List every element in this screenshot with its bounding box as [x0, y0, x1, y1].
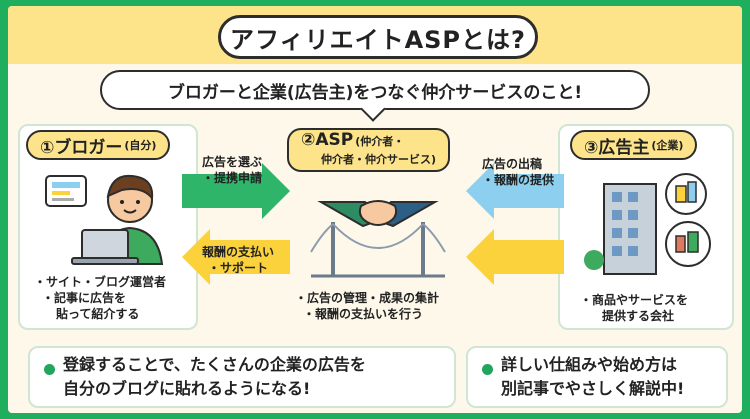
arrow-advertiser-to-asp-bottom [466, 229, 564, 285]
arrow-label: 報酬の支払い [202, 245, 275, 259]
panel-advertiser: ③広告主 (企業) ・商品やサービスを 提供する会社 [558, 124, 734, 330]
panel-blogger-title: ①ブロガー [40, 137, 123, 158]
panel-advertiser-line: ・商品やサービスを [580, 293, 689, 307]
laptop-icon [81, 229, 129, 261]
panel-blogger-heading: ①ブロガー (自分) [26, 130, 171, 160]
arrow-label: ・報酬の提供 [482, 173, 555, 187]
panel-blogger-line: ・サイト・ブログ運営者 [34, 275, 167, 289]
arrow-label: 広告を選ぶ [202, 155, 263, 169]
building-products-illustration [584, 173, 711, 275]
panel-blogger: ①ブロガー (自分) ・サイト・ブログ運営者 ・記事に広告を 貼って紹介する [18, 124, 198, 330]
panel-asp-heading: ②ASP(仲介者・ 仲介者・仲介サービス) [287, 128, 451, 172]
panel-advertiser-subtitle: (企業) [651, 139, 684, 152]
note-left: 登録することで、たくさんの企業の広告を 自分のブログに貼れるようになる! [28, 346, 456, 408]
arrow-blogger-to-asp [182, 163, 290, 219]
arrow-label: ・提携申請 [202, 171, 263, 185]
note-right-line: 詳しい仕組みや始め方は [501, 355, 678, 374]
note-right-line: 別記事でやさしく解説中! [501, 379, 685, 398]
panel-asp-title: ②ASP [301, 130, 354, 150]
subtitle-bubble: ブロガーと企業(広告主)をつなぐ仲介サービスのこと! [100, 70, 650, 110]
infographic-frame: アフィリエイトASPとは? ブロガーと企業(広告主)をつなぐ仲介サービスのこと!… [8, 6, 742, 413]
arrow-asp-to-blogger [182, 229, 290, 285]
bullet-icon [482, 364, 493, 375]
panel-asp-subtitle-line2: 仲介者・仲介サービス) [321, 153, 437, 166]
handshake-bridge-illustration [310, 200, 446, 278]
page-title: アフィリエイトASPとは? [218, 15, 538, 59]
panel-blogger-subtitle: (自分) [124, 139, 157, 152]
arrow-label: ・サポート [208, 261, 269, 275]
note-right: 詳しい仕組みや始め方は 別記事でやさしく解説中! [466, 346, 728, 408]
panel-asp-subtitle: (仲介者・ [355, 135, 405, 148]
panel-blogger-line: ・記事に広告を [42, 291, 127, 305]
panel-asp: ②ASP(仲介者・ 仲介者・仲介サービス) ・広告の管理・成果の集計 ・報酬の支… [285, 124, 465, 330]
panel-advertiser-title: ③広告主 [584, 137, 650, 158]
note-left-line: 登録することで、たくさんの企業の広告を [63, 355, 366, 374]
blogger-illustration [45, 174, 164, 265]
panel-asp-line: ・広告の管理・成果の集計 [295, 291, 440, 305]
arrow-label: 広告の出稿 [482, 157, 543, 171]
panel-asp-line: ・報酬の支払いを行う [303, 307, 424, 321]
bullet-icon [44, 364, 55, 375]
panel-blogger-line: 貼って紹介する [56, 307, 140, 321]
arrow-advertiser-to-asp-top [466, 163, 564, 219]
panel-advertiser-line: 提供する会社 [602, 309, 675, 323]
panel-advertiser-heading: ③広告主 (企業) [570, 130, 698, 160]
note-left-line: 自分のブログに貼れるようになる! [63, 379, 311, 398]
